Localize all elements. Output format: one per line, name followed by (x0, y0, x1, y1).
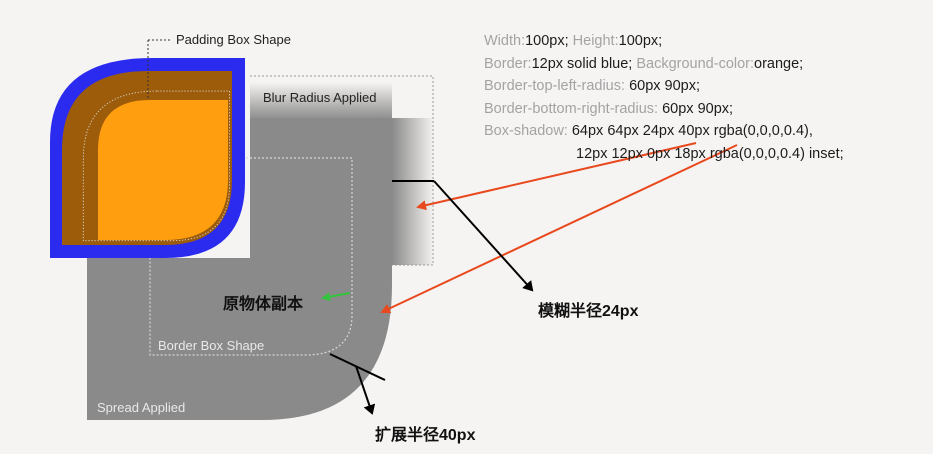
black-arrow-spread (355, 365, 376, 415)
blur-gradient-right (392, 118, 434, 265)
styled-element (50, 58, 245, 258)
css-code-block: Width:100px; Height:100px; Border:12px s… (484, 30, 844, 165)
blur-radius-label: Blur Radius Applied (263, 90, 377, 105)
code-line-size: Width:100px; Height:100px; (484, 33, 663, 49)
border-box-label: Border Box Shape (158, 338, 265, 353)
code-line-border: Border:12px solid blue; Background-color… (484, 55, 804, 72)
spread-width-marker (329, 353, 386, 381)
spread-radius-cn-label: 扩展半径40px (375, 427, 476, 444)
code-line-box-shadow-inset: 12px 12px 0px 18px rgba(0,0,0,0.4) inset… (576, 145, 844, 162)
red-arrow-blur (416, 142, 697, 211)
spread-shadow-shape (87, 118, 392, 420)
padding-box-outline (82, 90, 230, 242)
blur-gradient-top (250, 82, 392, 120)
code-line-box-shadow: Box-shadow: 64px 64px 24px 40px rgba(0,0… (484, 123, 813, 139)
code-line-top-left-radius: Border-top-left-radius: 60px 90px; (484, 78, 701, 94)
red-arrow-spread (380, 144, 738, 314)
green-arrow-copy (321, 292, 351, 302)
code-line-bottom-right-radius: Border-bottom-right-radius: 60px 90px; (484, 100, 734, 117)
border-box-outline (149, 157, 353, 356)
black-arrow-blur (433, 180, 534, 292)
blur-radius-cn-label: 模糊半径24px (538, 303, 639, 320)
original-copy-label: 原物体副本 (223, 296, 304, 313)
padding-box-leader (147, 39, 170, 100)
padding-box-label: Padding Box Shape (176, 32, 291, 47)
spread-label: Spread Applied (97, 400, 186, 415)
element-background (98, 100, 228, 240)
